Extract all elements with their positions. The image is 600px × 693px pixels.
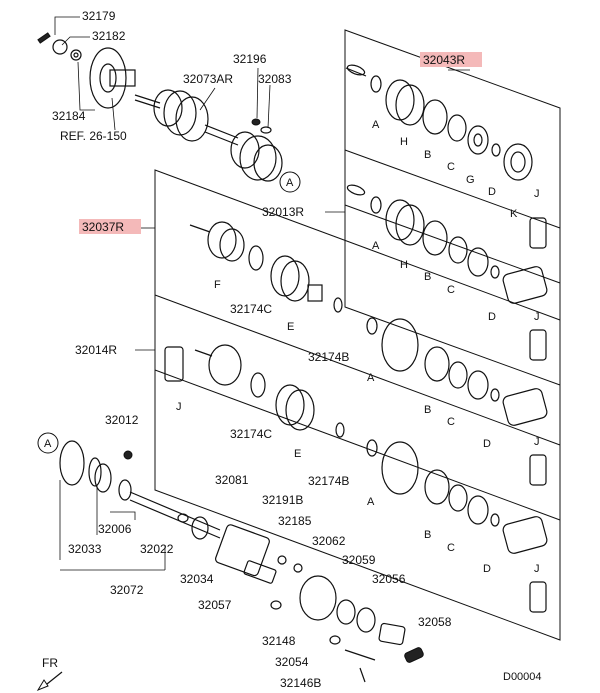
letter-c-1: C (447, 161, 455, 173)
letter-d-2: D (488, 311, 496, 323)
label-32182: 32182 (92, 29, 126, 43)
letter-a-4: A (367, 496, 375, 508)
letter-c-3: C (447, 416, 455, 428)
letter-b-1: B (424, 149, 431, 161)
label-32012: 32012 (105, 413, 139, 427)
letter-k-1: K (510, 208, 518, 220)
label-32054: 32054 (275, 655, 309, 669)
panel-boot-kit-inner (344, 149, 561, 386)
callout-a-top: A (279, 171, 301, 193)
label-32033: 32033 (68, 542, 102, 556)
label-32058: 32058 (418, 615, 452, 629)
letter-b-4: B (424, 529, 431, 541)
label-32006: 32006 (98, 522, 132, 536)
highlight-32043r (420, 52, 482, 67)
letter-b-3: B (424, 404, 431, 416)
leader-lines (54, 16, 470, 571)
label-32037r: 32037R (82, 220, 124, 234)
label-32072: 32072 (110, 583, 144, 597)
label-32179: 32179 (82, 9, 116, 23)
letter-f: F (214, 279, 221, 291)
letter-a-3: A (367, 372, 375, 384)
label-32191b: 32191B (262, 493, 303, 507)
label-32034: 32034 (180, 572, 214, 586)
label-32148: 32148 (262, 634, 296, 648)
fr-label: FR (42, 656, 58, 670)
letter-j-5: J (534, 563, 540, 575)
label-32174c-2: 32174C (230, 427, 272, 441)
kit-32037r-parts (189, 221, 548, 426)
label-ref-26-150: REF. 26-150 (60, 129, 127, 143)
hub-assembly (37, 32, 136, 109)
letter-g-1: G (466, 174, 475, 186)
letter-c-2: C (447, 284, 455, 296)
top-shaft-assembly (134, 89, 283, 182)
kit-32014r-parts (164, 344, 548, 613)
letter-j-4: J (176, 401, 182, 413)
letter-j-3: J (534, 436, 540, 448)
letter-d-3: D (483, 438, 491, 450)
label-32043r: 32043R (423, 53, 465, 67)
svg-text:A: A (286, 177, 294, 189)
label-32174b-2: 32174B (308, 474, 349, 488)
letter-e-2: E (294, 448, 301, 460)
letter-e-1: E (287, 321, 294, 333)
label-32013r: 32013R (262, 205, 304, 219)
label-32185: 32185 (278, 514, 312, 528)
letter-d-1: D (488, 186, 496, 198)
label-32184: 32184 (52, 109, 86, 123)
bottom-shaft-assembly (59, 440, 424, 683)
letter-h-2: H (400, 259, 408, 271)
kit-32043r-parts (345, 64, 533, 181)
label-32022: 32022 (140, 542, 174, 556)
kit-32013r-parts (346, 184, 548, 304)
label-32146b: 32146B (280, 676, 321, 690)
callout-a-bottom: A (37, 432, 59, 454)
label-32062: 32062 (312, 534, 346, 548)
label-32073ar: 32073AR (183, 72, 233, 86)
letter-a-2: A (372, 240, 380, 252)
fr-arrow-icon (36, 671, 63, 692)
label-32059: 32059 (342, 553, 376, 567)
label-32081: 32081 (215, 473, 249, 487)
label-32083: 32083 (258, 72, 292, 86)
label-32056: 32056 (372, 572, 406, 586)
label-32174b-1: 32174B (308, 350, 349, 364)
letter-h-1: H (400, 136, 408, 148)
letter-d-4: D (483, 563, 491, 575)
label-32174c-1: 32174C (230, 302, 272, 316)
highlight-32037r (79, 219, 141, 234)
panel-shaft-assembly (154, 169, 561, 521)
letter-a-1: A (372, 119, 380, 131)
svg-text:A: A (44, 438, 52, 450)
letter-b-2: B (424, 271, 431, 283)
letter-c-4: C (447, 542, 455, 554)
diagram-code: D00004 (503, 671, 542, 683)
panel-shaft-kit (154, 294, 561, 641)
letter-j-1: J (534, 188, 540, 200)
label-32014r: 32014R (75, 343, 117, 357)
label-32196: 32196 (233, 52, 267, 66)
letter-j-2: J (534, 311, 540, 323)
label-32057: 32057 (198, 598, 232, 612)
